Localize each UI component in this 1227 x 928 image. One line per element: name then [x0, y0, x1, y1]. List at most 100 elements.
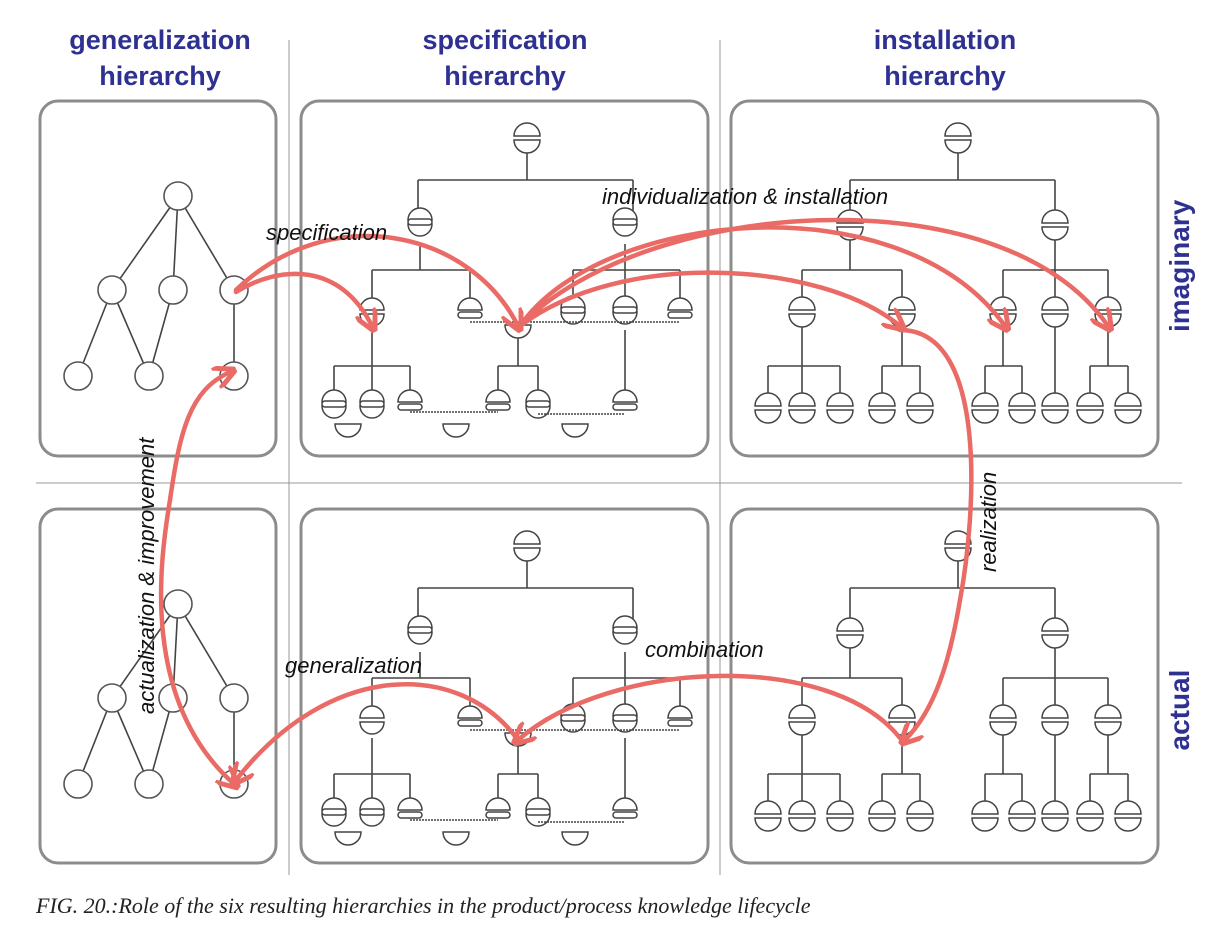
part-bottom-half	[560, 719, 586, 733]
panel-specification-actual	[299, 507, 710, 865]
part-bottom-half	[788, 313, 816, 328]
panel-installation-imaginary	[729, 99, 1160, 458]
tree-edge	[77, 697, 113, 785]
part-bottom-half	[612, 311, 638, 325]
part-top-half	[612, 615, 638, 629]
part-node	[989, 704, 1017, 736]
part-bar	[397, 403, 423, 411]
arrow-combination	[518, 673, 903, 740]
subassembly-part	[407, 615, 433, 645]
part-bottom-half	[1114, 409, 1142, 424]
part-bottom-half	[836, 634, 864, 649]
label-realization: realization	[976, 472, 1001, 572]
part-bottom-half	[359, 721, 385, 735]
stacked-part-node	[560, 703, 586, 733]
part-top-half	[407, 207, 433, 221]
node-circle	[163, 589, 193, 619]
part-bottom-half	[971, 409, 999, 424]
tree-edge	[177, 195, 235, 291]
part-bar	[457, 311, 483, 319]
heading-line1: specification	[422, 25, 588, 55]
part-top-half	[971, 392, 999, 407]
half-node	[334, 423, 362, 438]
node-circle	[158, 275, 188, 305]
half-node	[397, 797, 423, 811]
figure-caption: FIG. 20.:Role of the six resulting hiera…	[36, 893, 811, 918]
part-bottom-half	[321, 813, 347, 827]
part-bar	[321, 400, 347, 408]
part-bottom-half	[754, 409, 782, 424]
half-node	[667, 297, 693, 311]
part-bottom-half	[1008, 817, 1036, 832]
arrow-specification-b	[233, 233, 518, 326]
part-bottom-half	[868, 409, 896, 424]
part-bottom-half	[754, 817, 782, 832]
part-bottom-half	[407, 223, 433, 237]
part-bottom-half	[1076, 817, 1104, 832]
stacked-part-node	[321, 389, 347, 419]
subassembly-part	[612, 207, 638, 237]
part-top-half	[788, 800, 816, 815]
part-bottom-half	[513, 547, 541, 562]
part-top-half	[359, 797, 385, 811]
part-node	[359, 705, 385, 735]
row-label-actual: actual	[1164, 669, 1195, 751]
stacked-part-node	[321, 797, 347, 827]
half-node	[334, 831, 362, 846]
part-top-half	[525, 389, 551, 403]
part-bar	[485, 403, 511, 411]
part-top-half	[321, 389, 347, 403]
part-bottom-half	[359, 813, 385, 827]
arrow-specification-a	[233, 271, 372, 326]
label-actualization: actualization & improvement	[134, 437, 159, 714]
part-bottom-half	[612, 631, 638, 645]
part-node	[906, 392, 934, 424]
arrow-actualization	[158, 372, 234, 784]
part-top-half	[788, 296, 816, 311]
part-top-half	[906, 800, 934, 815]
part-top-half	[1114, 392, 1142, 407]
tree-edge	[148, 289, 174, 377]
part-bar	[612, 218, 638, 226]
part-top-half	[612, 295, 638, 309]
part-bottom-half	[612, 223, 638, 237]
panel-generalization-imaginary	[38, 99, 278, 458]
part-node	[1076, 392, 1104, 424]
tree-edge	[111, 289, 150, 377]
subassembly-part	[836, 617, 864, 649]
part-bar	[407, 218, 433, 226]
part-top-half	[1114, 800, 1142, 815]
part-bar	[359, 808, 385, 816]
half-node	[667, 705, 693, 719]
part-top-half	[1008, 392, 1036, 407]
node-circle	[63, 361, 93, 391]
part-top-half	[888, 296, 916, 311]
part-bar	[525, 808, 551, 816]
tree-edge	[111, 697, 150, 785]
part-bar	[397, 811, 423, 819]
arrow-realization	[900, 327, 974, 740]
part-top-half	[1041, 209, 1069, 224]
arrow-individualization-b	[517, 217, 1108, 326]
half-node	[561, 831, 589, 846]
part-node	[906, 800, 934, 832]
stacked-part-node	[359, 797, 385, 827]
part-node	[788, 704, 816, 736]
node-circle	[97, 683, 127, 713]
heading-line2: hierarchy	[444, 61, 566, 91]
part-node	[826, 800, 854, 832]
part-top-half	[1094, 704, 1122, 719]
part-top-half	[826, 800, 854, 815]
column-heading-generalization: generalization hierarchy	[40, 22, 280, 94]
subassembly-part	[1041, 617, 1069, 649]
part-node	[971, 392, 999, 424]
part-top-half	[1094, 296, 1122, 311]
part-bottom-half	[1041, 226, 1069, 241]
part-top-half	[513, 122, 541, 137]
heading-line1: installation	[873, 25, 1017, 55]
part-bar	[457, 719, 483, 727]
part-bottom-half	[989, 721, 1017, 736]
half-node	[442, 831, 470, 846]
part-bottom-half	[1041, 721, 1069, 736]
heading-line1: generalization	[69, 25, 251, 55]
